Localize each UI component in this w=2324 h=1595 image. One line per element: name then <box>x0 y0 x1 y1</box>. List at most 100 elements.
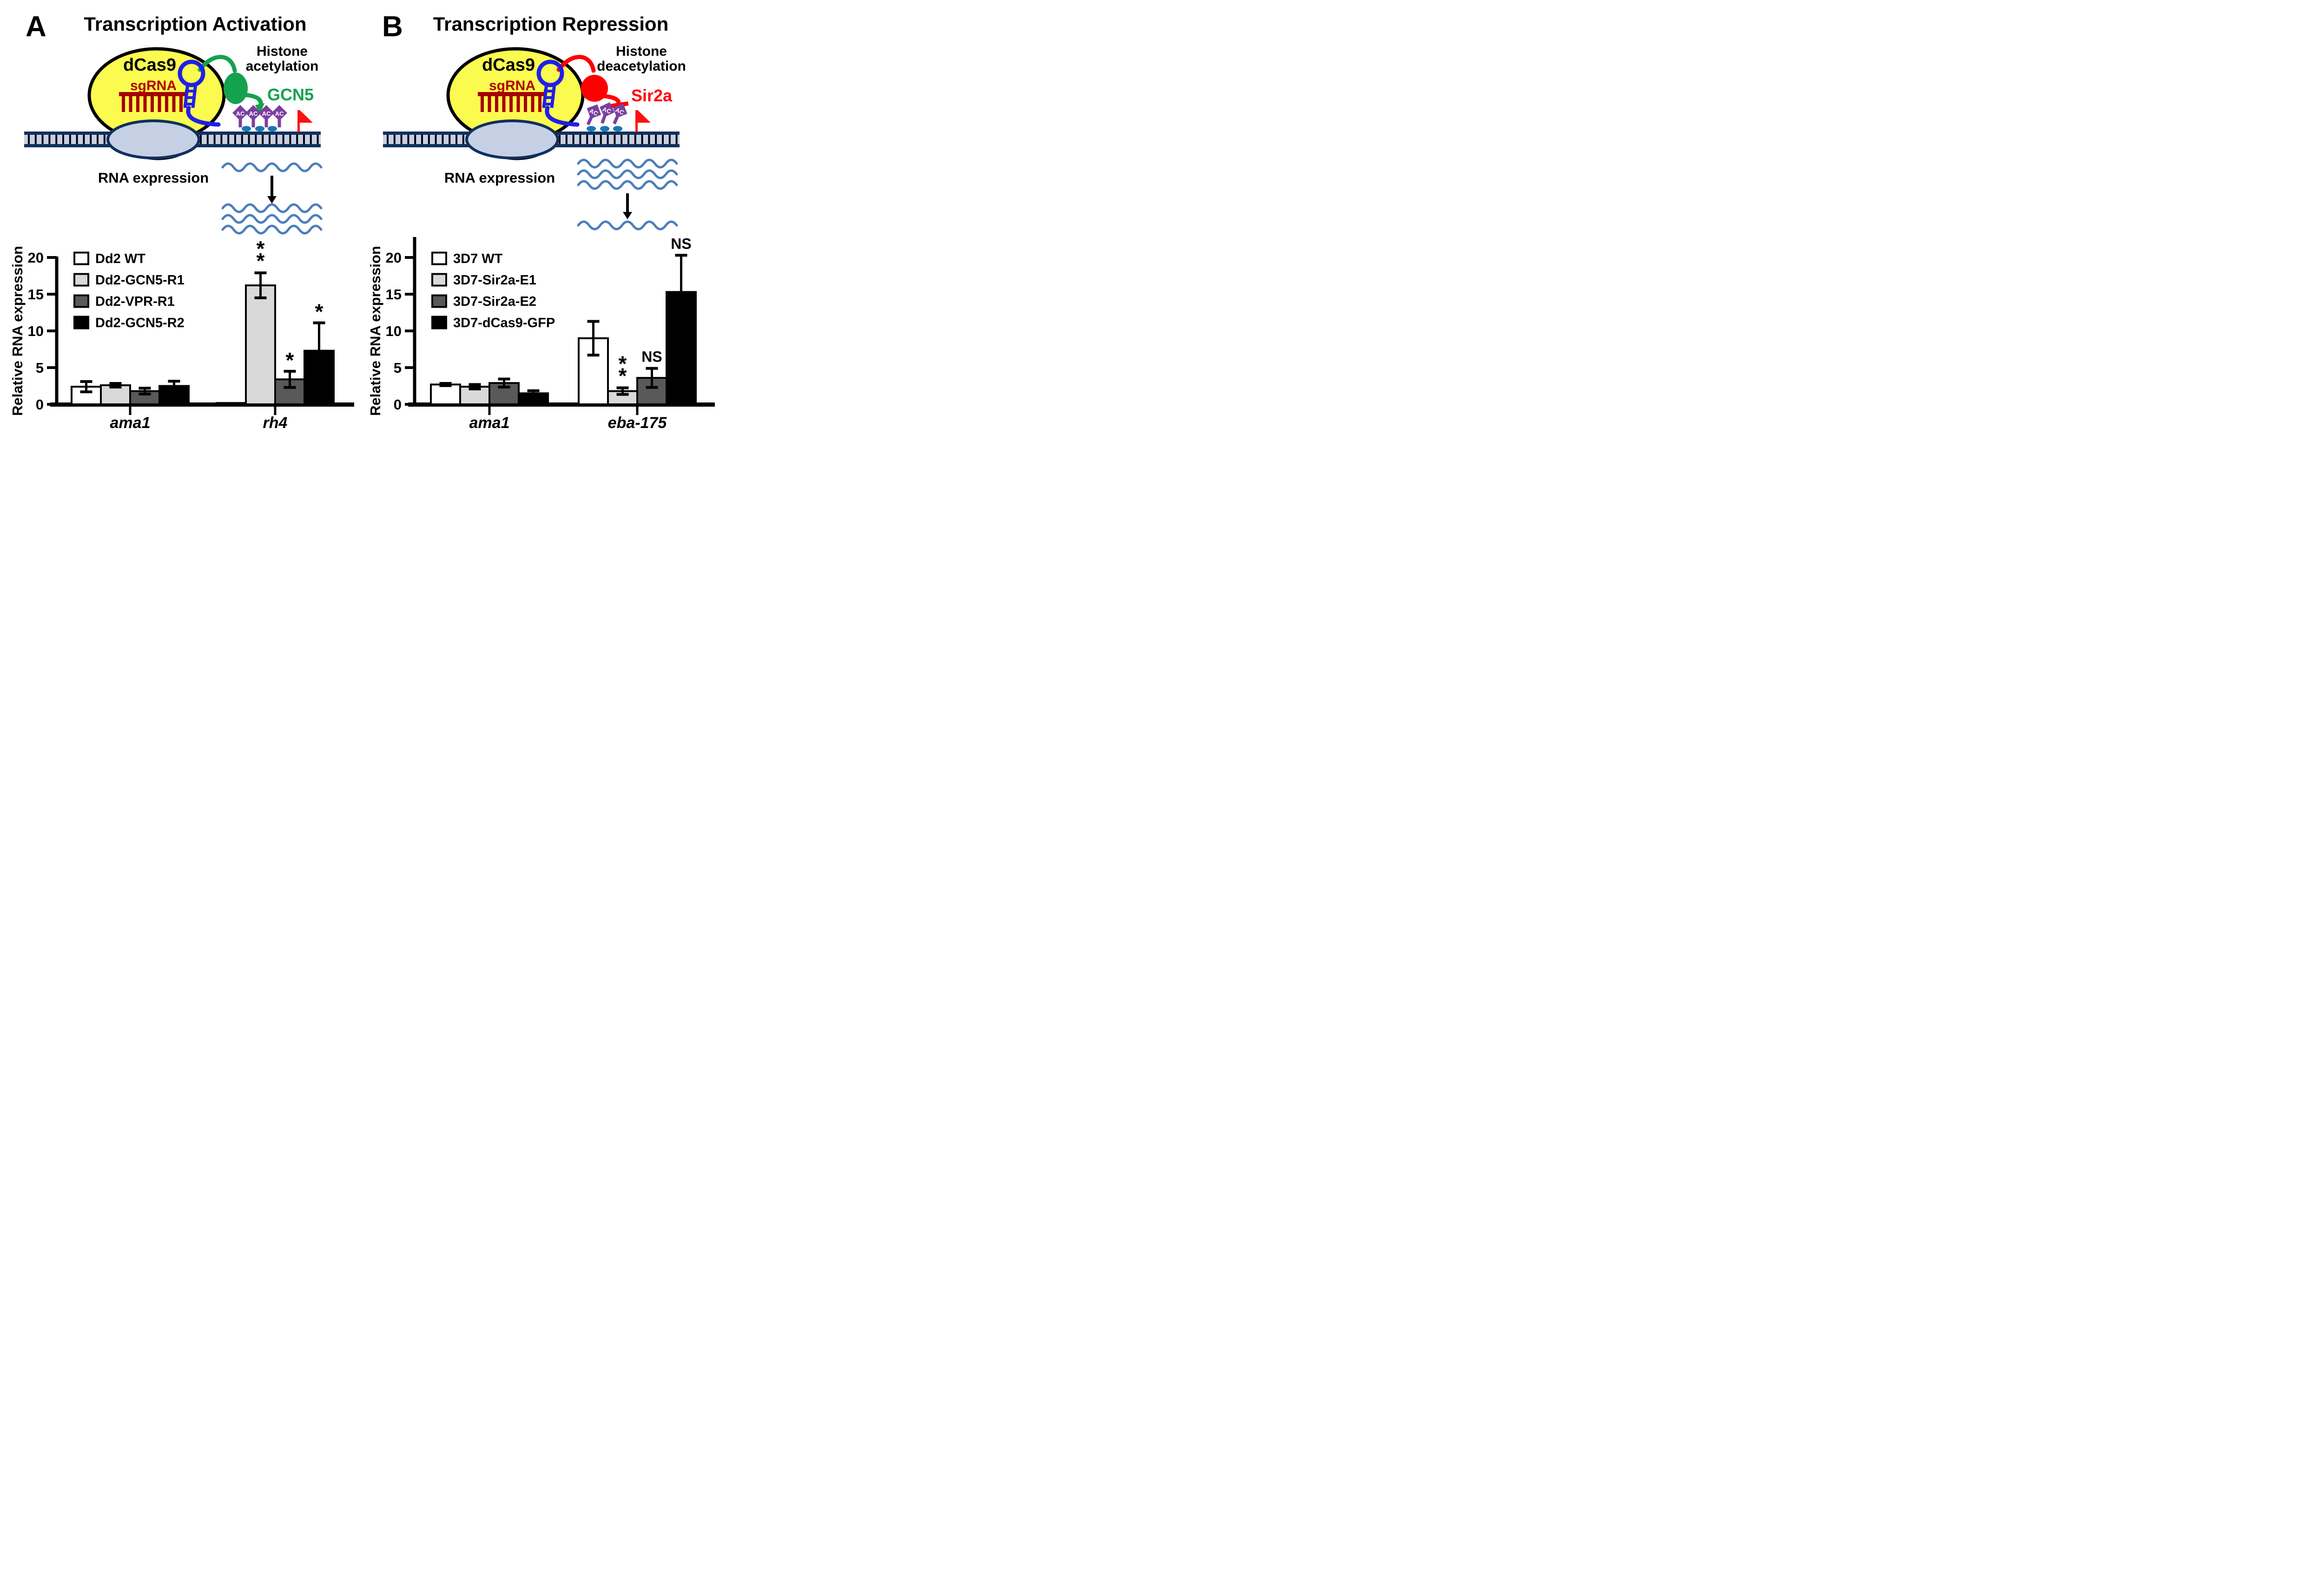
dna-base-pair-tick <box>565 135 568 144</box>
panel-a-sgrna-label: sgRNA <box>130 78 177 93</box>
sgrna-scaffold-tail <box>545 105 580 127</box>
rna-wave <box>221 214 323 224</box>
ac-mark-stem <box>277 119 281 127</box>
sgrna-comb-tooth <box>481 96 484 112</box>
dna-base-pair-tick <box>34 135 37 144</box>
bar <box>430 383 461 406</box>
y-axis-tick <box>47 256 57 259</box>
y-axis-tick <box>405 403 415 406</box>
dna-base-pair-tick <box>90 135 92 144</box>
panel-a-histone-line2: acetylation <box>246 59 319 74</box>
legend-label: Dd2-GCN5-R1 <box>95 273 185 288</box>
legend-swatch <box>431 294 447 308</box>
dna-base-pair-tick <box>296 135 298 144</box>
significance-ns-label: NS <box>641 349 662 365</box>
ac-mark: AC <box>600 102 614 124</box>
sgrna-comb-tooth <box>136 96 139 112</box>
panel-b-histone-line1: Histone <box>616 44 667 59</box>
histone-dot <box>587 126 596 132</box>
ac-mark-text: AC <box>236 110 245 117</box>
dna-base-pair-tick <box>627 135 629 144</box>
significance-asterisk: * <box>257 237 265 261</box>
panel-a-rna-expression-label: RNA expression <box>98 170 209 186</box>
dna-base-pair-tick <box>593 135 595 144</box>
sgrna-comb-tooth <box>509 96 513 112</box>
legend-label: Dd2 WT <box>95 251 145 266</box>
y-axis-line <box>413 237 416 406</box>
panel-a-letter: A <box>26 11 46 43</box>
histone-dot <box>255 126 264 132</box>
ac-mark-diamond <box>258 105 274 121</box>
sgrna-comb-tooth <box>179 96 183 112</box>
sgrna-comb-tooth <box>165 96 168 112</box>
dna-base-pair-tick <box>55 135 58 144</box>
rna-wave <box>577 180 678 190</box>
dna-base-pair-tick <box>421 135 423 144</box>
dna-base-pair-tick <box>310 135 312 144</box>
y-axis-label: Relative RNA expression <box>9 246 26 416</box>
ac-mark: AC <box>232 105 248 127</box>
enzyme-tether <box>198 55 237 73</box>
panel-b-sir2a-label: Sir2a <box>631 86 673 105</box>
legend-swatch <box>73 251 89 265</box>
dna-base-pair-tick <box>248 135 250 144</box>
sgrna-comb-tooth <box>172 96 176 112</box>
y-axis-tick-label: 10 <box>28 323 44 339</box>
dna-base-pair-tick <box>428 135 430 144</box>
dna-base-pair-tick <box>641 135 643 144</box>
y-axis-tick-label: 0 <box>394 396 402 413</box>
y-axis-tick-label: 20 <box>386 250 402 266</box>
significance-ns-label: NS <box>671 235 691 252</box>
dna-base-pair-tick <box>435 135 437 144</box>
tss-flag <box>638 110 651 123</box>
ac-mark-text: AC <box>249 110 258 117</box>
dna-base-pair-tick <box>220 135 223 144</box>
y-axis-tick-label: 10 <box>386 323 402 339</box>
ac-mark-text: AC <box>614 106 626 117</box>
dna-base-pair-tick <box>289 135 291 144</box>
dna-base-pair-tick <box>621 135 623 144</box>
dna-base-pair-tick <box>227 135 230 144</box>
y-axis-tick <box>47 293 57 296</box>
enzyme-blob <box>224 72 248 104</box>
legend-label: Dd2-GCN5-R2 <box>95 316 185 330</box>
histone-dot <box>613 126 622 132</box>
legend-label: 3D7 WT <box>453 251 503 266</box>
x-category-label: eba-175 <box>608 414 667 432</box>
panel-b-sgrna-label: sgRNA <box>489 78 535 93</box>
dna-base-pair-tick <box>462 135 464 144</box>
significance-asterisk: * <box>257 249 265 273</box>
legend-swatch <box>73 294 89 308</box>
significance-asterisk: * <box>619 363 627 388</box>
dna-base-pair-tick <box>614 135 616 144</box>
rna-wave <box>221 203 323 213</box>
ac-mark-diamond <box>587 104 601 119</box>
legend-label: 3D7-dCas9-GFP <box>453 316 555 330</box>
x-axis-group-tick <box>488 407 491 415</box>
sgrna-comb-tooth <box>502 96 506 112</box>
dna-base-pair-tick <box>387 135 389 144</box>
dna-base-pair-tick <box>668 135 671 144</box>
dna-base-pair-tick <box>303 135 305 144</box>
x-category-label: rh4 <box>263 414 288 432</box>
rna-wave <box>577 169 678 179</box>
tss-flag-pole <box>635 110 638 132</box>
x-axis-group-tick <box>129 407 132 415</box>
panel-b-letter: B <box>382 11 403 43</box>
histone-dot <box>268 126 277 132</box>
x-category-label: ama1 <box>469 414 510 432</box>
dna-base-pair-tick <box>414 135 416 144</box>
sgrna-comb-tooth <box>129 96 132 112</box>
panel-b-rna-expression-label: RNA expression <box>444 170 555 186</box>
dna-base-pair-tick <box>648 135 650 144</box>
dna-base-pair-tick <box>62 135 64 144</box>
ac-mark-text: AC <box>275 110 284 117</box>
ac-mark-text: AC <box>601 105 612 115</box>
sgrna-comb-bar <box>478 92 546 96</box>
ac-mark-text: AC <box>262 110 271 117</box>
legend-label: Dd2-VPR-R1 <box>95 294 175 309</box>
